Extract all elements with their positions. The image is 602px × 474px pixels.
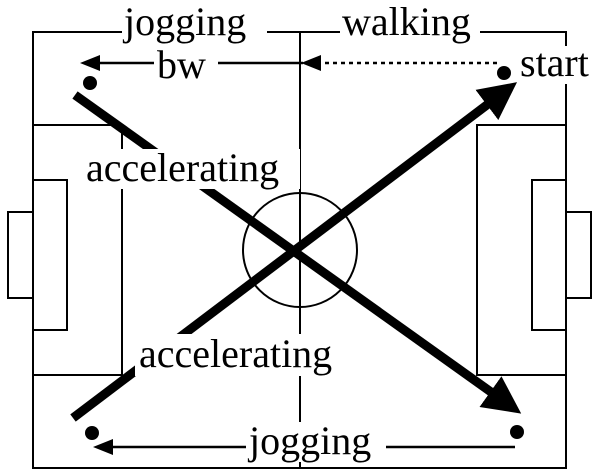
jogging-bottom-background: [246, 422, 386, 462]
bottom-left-marker: [85, 426, 99, 440]
top-left-marker: [83, 76, 97, 90]
pitch-markings: [7, 31, 592, 469]
center-circle: [242, 192, 358, 308]
accelerating-upper-background: [84, 149, 300, 189]
right-goal-area: [531, 179, 567, 331]
accelerating-upper-label: accelerating: [86, 145, 279, 190]
accelerating-lower-label: accelerating: [139, 331, 332, 376]
diagram-labels: jogging walking bw start accelerating ac…: [86, 0, 589, 463]
start-background: [517, 46, 593, 84]
left-goal: [7, 211, 34, 299]
start-label: start: [520, 40, 589, 85]
movement-paths: [70, 55, 522, 455]
right-penalty-box: [476, 124, 567, 376]
jogging-top-background: [122, 3, 267, 43]
start-marker: [497, 66, 511, 80]
bottom-right-marker: [510, 425, 524, 439]
accelerating-lower-background: [135, 334, 353, 376]
jogging-top-label: jogging: [122, 0, 246, 44]
walking-background: [340, 3, 480, 43]
bw-label: bw: [157, 42, 206, 87]
bw-background: [154, 48, 218, 86]
left-goal-area: [32, 179, 68, 331]
walking-label: walking: [342, 0, 471, 44]
label-knockouts: [84, 3, 593, 462]
right-goal: [565, 211, 592, 299]
jogging-bottom-label: jogging: [247, 418, 371, 463]
position-markers: [83, 66, 524, 440]
